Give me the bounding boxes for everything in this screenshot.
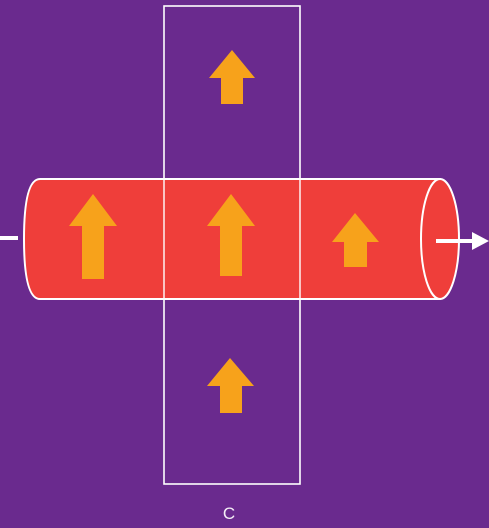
caption-label: C [0, 504, 458, 524]
